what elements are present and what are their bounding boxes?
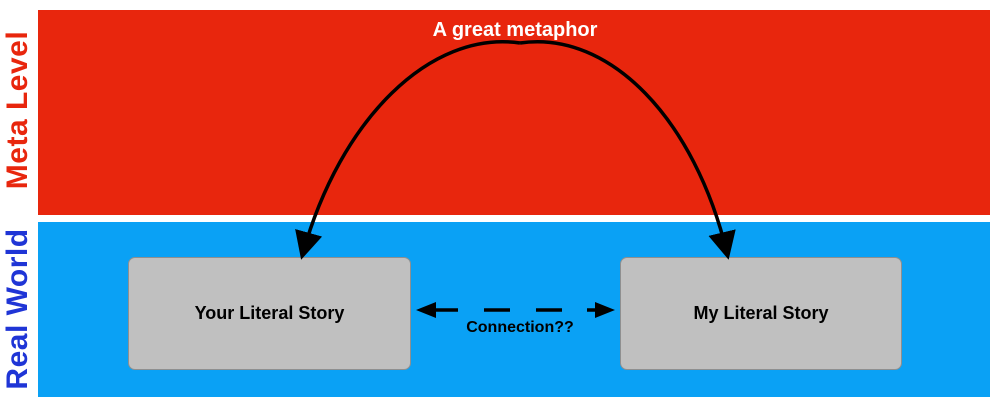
connection-arrowhead-left (416, 302, 436, 318)
meta-level-band (38, 10, 990, 215)
metaphor-arrow-left (295, 40, 521, 260)
metaphor-label: A great metaphor (432, 19, 598, 41)
metaphor-arrow-right (519, 40, 736, 260)
your-literal-story-box: Your Literal Story (128, 257, 411, 370)
your-literal-story-label: Your Literal Story (194, 303, 345, 323)
connection-label: Connection?? (466, 319, 574, 336)
my-literal-story-box: My Literal Story (620, 257, 902, 370)
my-literal-story-label: My Literal Story (693, 303, 829, 323)
connection-arrowhead-right (595, 302, 615, 318)
